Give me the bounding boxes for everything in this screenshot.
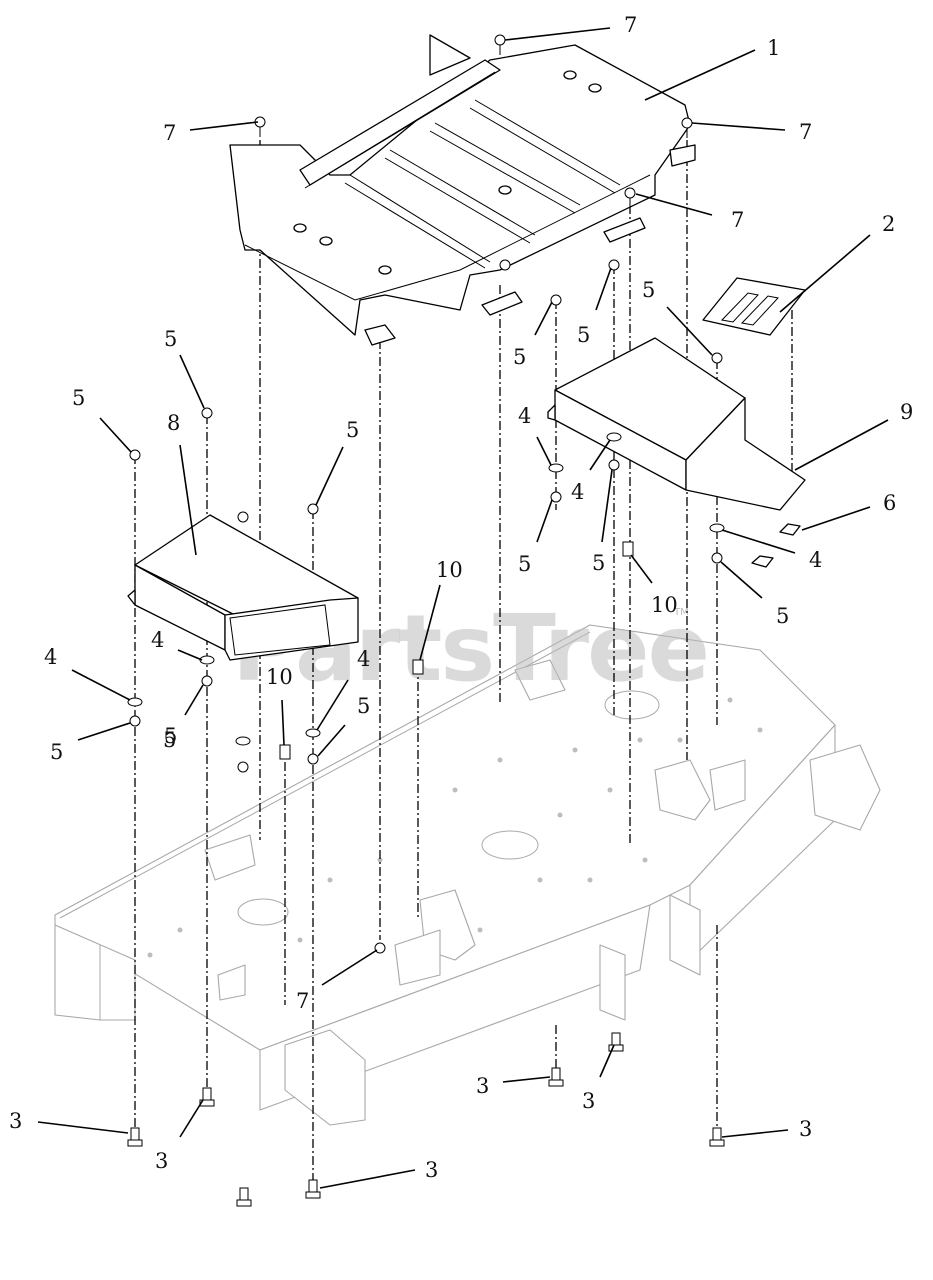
callout-3: 3 [9,1109,22,1133]
callout-5: 5 [164,724,177,748]
callout-4: 4 [44,645,57,669]
mower-deck [54,624,881,1126]
fasteners [127,34,725,1207]
callout-4: 4 [357,647,370,671]
callout-2: 2 [882,212,895,236]
callout-3: 3 [799,1117,812,1141]
part-2-pad [702,277,806,336]
callout-10: 10 [266,665,293,689]
callout-8: 8 [167,411,180,435]
callout-labels: 7 1 7 7 7 2 5 5 5 8 5 5 5 5 9 4 4 5 5 6 … [9,13,913,1182]
callout-3: 3 [155,1149,168,1173]
screw-item-7 [254,34,693,954]
callout-4: 4 [151,628,164,652]
callout-3: 3 [425,1158,438,1182]
callout-7: 7 [163,121,176,145]
callout-5: 5 [518,552,531,576]
washer-item-4 [127,432,725,746]
bolt-item-3 [127,1032,725,1207]
callout-7: 7 [731,208,744,232]
callout-10: 10 [651,593,678,617]
callout-5: 5 [163,728,176,752]
callout-5: 5 [357,694,370,718]
part-1-foot-platform [229,34,696,346]
part-8-left-shield [127,514,359,661]
callout-10: 10 [436,558,463,582]
callout-5: 5 [164,327,177,351]
watermark-trademark: TM [673,607,689,618]
callout-5: 5 [577,323,590,347]
stud-item-10 [279,541,634,760]
part-9-right-shield [547,337,806,511]
nut-item-5 [129,259,723,773]
callout-4: 4 [518,404,531,428]
callout-5: 5 [72,386,85,410]
callout-7: 7 [624,13,637,37]
callout-5: 5 [642,278,655,302]
leader-lines [37,27,889,1189]
callout-3: 3 [476,1074,489,1098]
callout-3: 3 [582,1089,595,1113]
part-6-clip [751,523,801,568]
callout-4: 4 [571,480,584,504]
callout-1: 1 [767,36,780,60]
callout-7: 7 [296,989,309,1013]
callout-9: 9 [900,400,913,424]
callout-5: 5 [50,740,63,764]
callout-6: 6 [883,491,896,515]
callout-7: 7 [799,120,812,144]
callout-5: 5 [776,604,789,628]
callout-5: 5 [592,551,605,575]
callout-4: 4 [809,548,822,572]
callout-5: 5 [346,418,359,442]
callout-5: 5 [513,345,526,369]
